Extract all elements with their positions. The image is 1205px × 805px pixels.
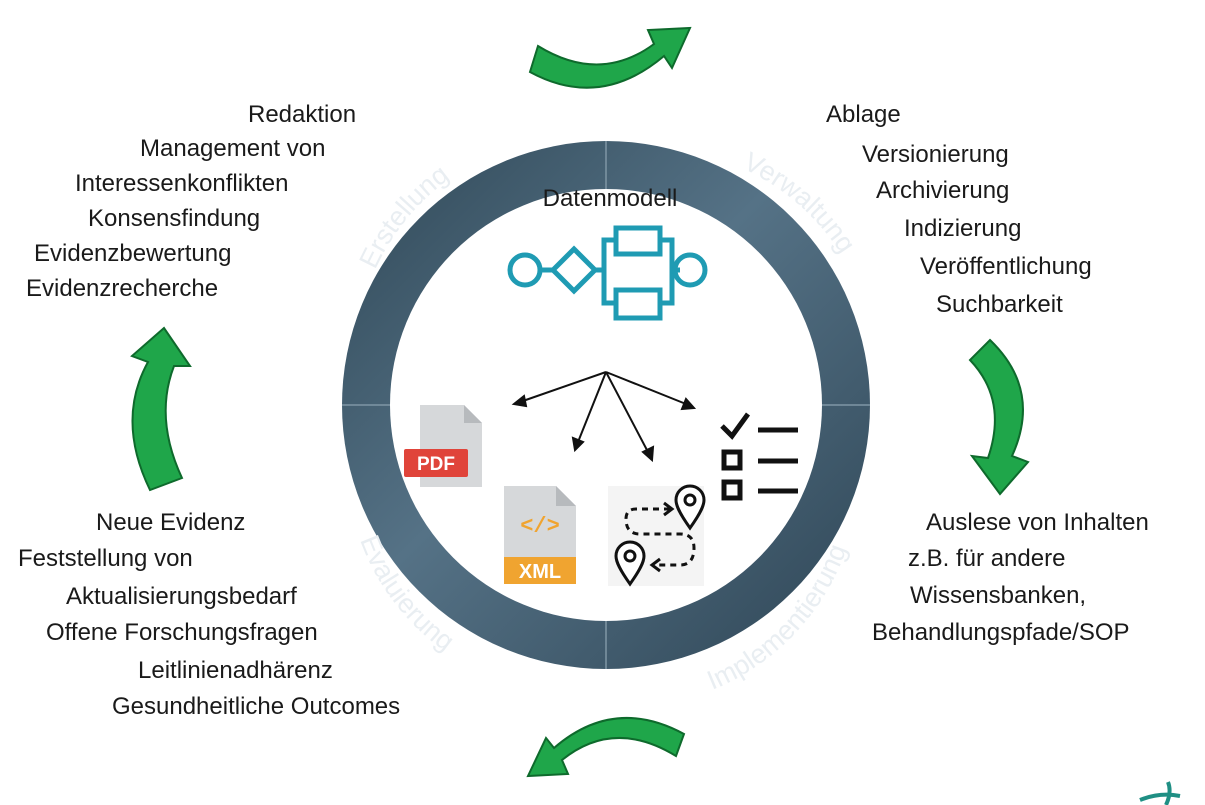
flowchart-icon	[507, 225, 708, 321]
pdf-label: PDF	[417, 454, 455, 475]
list-item: z.B. für andere	[908, 545, 1066, 572]
list-item: Ablage	[826, 101, 901, 128]
xml-file-icon	[504, 486, 576, 584]
list-item: Archivierung	[876, 177, 1010, 204]
list-item: Veröffentlichung	[920, 253, 1092, 280]
xml-code-symbol: </>	[520, 514, 560, 539]
lifecycle-ring	[342, 141, 870, 669]
list-item: Versionierung	[862, 141, 1009, 168]
list-item: Suchbarkeit	[936, 291, 1063, 318]
list-item: Redaktion	[248, 101, 357, 128]
list-item: Management von	[140, 135, 326, 162]
data-model-title: Datenmodell	[542, 185, 678, 212]
list-item: Wissensbanken,	[910, 582, 1087, 609]
curved-arrow-icon	[526, 717, 686, 778]
route-map-icon	[608, 484, 706, 587]
list-item: Leitlinienadhärenz	[138, 657, 333, 684]
list-item: Evidenzbewertung	[34, 240, 232, 267]
list-item: Indizierung	[904, 215, 1022, 242]
curved-arrow-icon	[130, 326, 192, 492]
list-item: Konsensfindung	[88, 205, 261, 232]
logo-fragment	[1139, 781, 1181, 805]
branch-arrows	[511, 371, 697, 463]
list-item: Auslese von Inhalten	[926, 509, 1149, 536]
pdf-file-icon	[404, 405, 482, 487]
xml-label: XML	[519, 561, 561, 583]
list-item: Aktualisierungsbedarf	[66, 583, 297, 610]
list-item: Interessenkonflikten	[75, 170, 289, 197]
list-item: Neue Evidenz	[96, 509, 246, 536]
list-item: Offene Forschungsfragen	[46, 619, 318, 646]
curved-arrow-icon	[968, 338, 1030, 496]
list-item: Evidenzrecherche	[26, 275, 219, 302]
checklist-icon	[720, 412, 798, 501]
curved-arrow-icon	[528, 26, 692, 89]
list-item: Feststellung von	[18, 545, 193, 572]
list-item: Behandlungspfade/SOP	[872, 619, 1130, 646]
list-item: Gesundheitliche Outcomes	[112, 693, 401, 720]
